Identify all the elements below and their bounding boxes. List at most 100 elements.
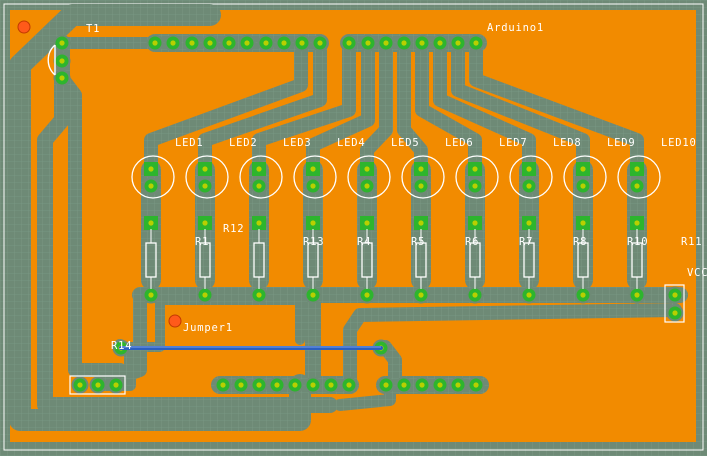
resistor-pad-top-5 xyxy=(358,214,376,232)
label-led-6: LED6 xyxy=(445,137,474,149)
lower-header-pad-b2 xyxy=(395,376,413,394)
arduino-pad-b7 xyxy=(449,34,467,52)
lower-header-pad-a2 xyxy=(232,376,250,394)
left-header-pad-1 xyxy=(71,376,89,394)
led-pad-cathode-6 xyxy=(412,177,430,195)
led-outline-7 xyxy=(455,155,499,199)
led-pad-anode-3 xyxy=(250,160,268,178)
led-pad-anode-1 xyxy=(142,160,160,178)
led-pad-cathode-2 xyxy=(196,177,214,195)
arduino-pad-a2 xyxy=(164,34,182,52)
led-pad-anode-6 xyxy=(412,160,430,178)
transistor-outline xyxy=(47,44,56,76)
arduino-pad-b4 xyxy=(395,34,413,52)
led-pad-cathode-10 xyxy=(628,177,646,195)
resistor-pad-top-7 xyxy=(466,214,484,232)
silkscreen-labels: T1 Arduino1 LED1 LED2 LED3 LED4 LED5 LED… xyxy=(86,22,707,352)
lower-header-pad-a5 xyxy=(286,376,304,394)
jumper-marker xyxy=(168,314,182,328)
label-vcc: VCC xyxy=(687,267,707,279)
arduino-pad-b6 xyxy=(431,34,449,52)
arduino-pad-b5 xyxy=(413,34,431,52)
resistor-pad-bottom-9 xyxy=(574,286,592,304)
board-outline xyxy=(3,3,704,451)
lower-header-pad-b3 xyxy=(413,376,431,394)
led-outline-8 xyxy=(509,155,553,199)
lower-header-pad-a1 xyxy=(214,376,232,394)
label-led-1: LED1 xyxy=(175,137,204,149)
resistor-pad-bottom-10 xyxy=(628,286,646,304)
label-r5: R5 xyxy=(411,236,425,248)
resistor-pad-bottom-6 xyxy=(412,286,430,304)
label-led-10: LED10 xyxy=(661,137,697,149)
resistor-pad-top-10 xyxy=(628,214,646,232)
label-led-9: LED9 xyxy=(607,137,636,149)
label-r10: R10 xyxy=(627,236,648,248)
lower-header-pad-b1 xyxy=(377,376,395,394)
resistor-pad-top-4 xyxy=(304,214,322,232)
label-led-3: LED3 xyxy=(283,137,312,149)
label-r12: R12 xyxy=(223,223,244,235)
resistor-pad-top-2 xyxy=(196,214,214,232)
label-led-8: LED8 xyxy=(553,137,582,149)
resistor-pad-top-6 xyxy=(412,214,430,232)
led-pad-cathode-5 xyxy=(358,177,376,195)
label-led-7: LED7 xyxy=(499,137,528,149)
resistor-pad-bottom-8 xyxy=(520,286,538,304)
lower-header-pad-a3 xyxy=(250,376,268,394)
led-pad-anode-5 xyxy=(358,160,376,178)
left-header-pad-2 xyxy=(89,376,107,394)
led-outline-1 xyxy=(131,155,175,199)
lower-header-pad-b6 xyxy=(467,376,485,394)
arduino-pad-a6 xyxy=(238,34,256,52)
label-r8: R8 xyxy=(573,236,587,248)
led-pad-anode-4 xyxy=(304,160,322,178)
origin-marker xyxy=(17,20,31,34)
label-led-5: LED5 xyxy=(391,137,420,149)
label-transistor: T1 xyxy=(86,23,100,35)
arduino-pad-a1 xyxy=(146,34,164,52)
resistor-pad-bottom-3 xyxy=(250,286,268,304)
vcc-pad-1 xyxy=(666,286,684,304)
transistor-pad-1 xyxy=(53,34,71,52)
label-led-2: LED2 xyxy=(229,137,258,149)
led-outline-3 xyxy=(239,155,283,199)
arduino-pad-a7 xyxy=(257,34,275,52)
label-r14: R14 xyxy=(111,340,132,352)
label-arduino: Arduino1 xyxy=(487,22,544,34)
label-jumper: Jumper1 xyxy=(183,322,233,334)
resistor-pad-top-1 xyxy=(142,214,160,232)
resistor-pad-bottom-2 xyxy=(196,286,214,304)
resistor-pad-top-9 xyxy=(574,214,592,232)
arduino-pad-a4 xyxy=(201,34,219,52)
led-outline-6 xyxy=(401,155,445,199)
led-pad-anode-10 xyxy=(628,160,646,178)
resistor-pad-bottom-7 xyxy=(466,286,484,304)
label-r4: R4 xyxy=(357,236,371,248)
led-pad-cathode-9 xyxy=(574,177,592,195)
lower-header-pad-a4 xyxy=(268,376,286,394)
led-outline-5 xyxy=(347,155,391,199)
vcc-connector-outline xyxy=(664,284,685,323)
label-led-4: LED4 xyxy=(337,137,366,149)
pad-layer xyxy=(53,34,684,394)
lower-header-pad-b4 xyxy=(431,376,449,394)
arduino-pad-b3 xyxy=(377,34,395,52)
arduino-pad-a3 xyxy=(183,34,201,52)
arduino-pad-b8 xyxy=(467,34,485,52)
lower-header-pad-a7 xyxy=(322,376,340,394)
led-pad-anode-7 xyxy=(466,160,484,178)
led-pad-cathode-7 xyxy=(466,177,484,195)
led-pad-anode-2 xyxy=(196,160,214,178)
led-pad-cathode-8 xyxy=(520,177,538,195)
led-outline-9 xyxy=(563,155,607,199)
label-r11: R11 xyxy=(681,236,702,248)
left-header-pad-3 xyxy=(107,376,125,394)
led-pad-cathode-4 xyxy=(304,177,322,195)
label-r6: R6 xyxy=(465,236,479,248)
resistor-pad-bottom-1 xyxy=(142,286,160,304)
led-outline-4 xyxy=(293,155,337,199)
resistor-pad-top-3 xyxy=(250,214,268,232)
label-r13: R13 xyxy=(303,236,324,248)
